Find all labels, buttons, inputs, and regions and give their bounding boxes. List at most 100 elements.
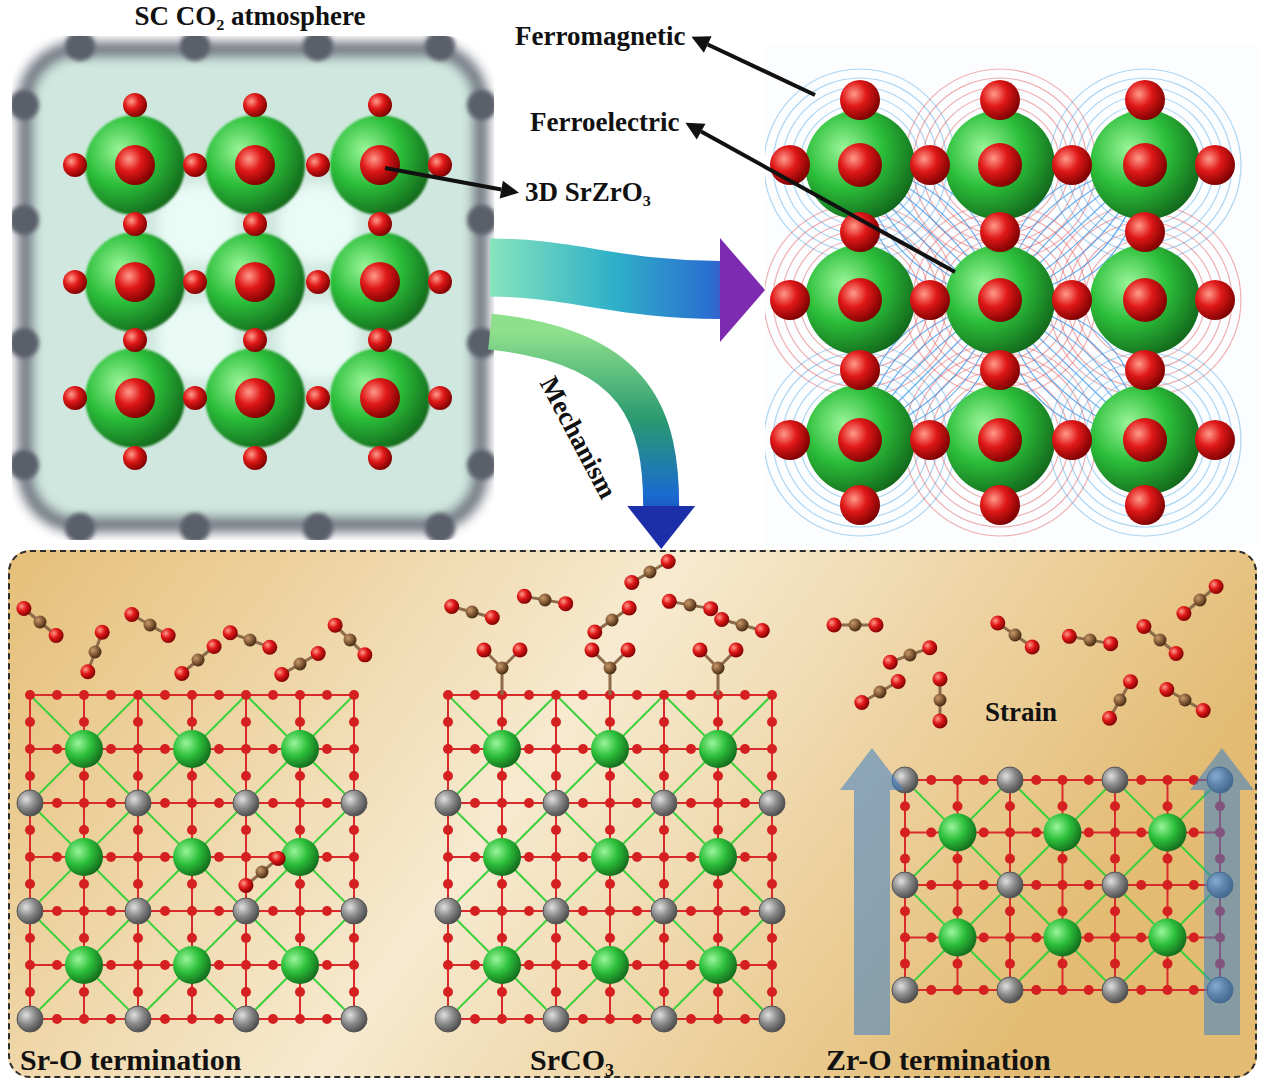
edge-atom [425, 513, 455, 540]
oxygen-atom [497, 798, 507, 808]
flow-band [490, 268, 720, 291]
oxygen-atom [979, 828, 989, 838]
oxygen-atom [241, 960, 251, 970]
co2-molecule [1136, 619, 1183, 661]
oxygen-atom [241, 825, 251, 835]
field-ring [765, 204, 956, 396]
sr-atom [173, 730, 211, 768]
oxygen-atom [428, 153, 452, 177]
oxygen-atom [1058, 985, 1068, 995]
oxygen-atom [349, 933, 359, 943]
oxygen-atom [243, 446, 267, 470]
oxygen-atom [123, 446, 147, 470]
sr-atom [205, 348, 305, 448]
oxygen-atom [632, 960, 642, 970]
oxygen-atom [953, 906, 963, 916]
oxygen-atom [910, 280, 950, 320]
oxygen-atom [659, 933, 669, 943]
sr-atom [1090, 110, 1200, 220]
co2-molecule [444, 599, 500, 625]
oxygen-atom [1163, 906, 1173, 916]
oxygen-atom [632, 852, 642, 862]
oxygen-atom [713, 825, 723, 835]
oxygen-atom [1163, 959, 1173, 969]
oxygen-atom [368, 328, 392, 352]
oxygen-atom [686, 1014, 696, 1024]
oxygen-atom [551, 933, 561, 943]
oxygen-atom [443, 771, 453, 781]
oxygen-atom [497, 879, 507, 889]
zr-atom [997, 977, 1023, 1003]
field-ring [940, 380, 1060, 500]
connector [490, 332, 695, 549]
arrow-shaft [708, 45, 815, 95]
oxygen-atom [262, 640, 277, 655]
oxygen-atom [368, 212, 392, 236]
sr-atom [173, 946, 211, 984]
sr-atom [281, 730, 319, 768]
oxygen-atom [133, 987, 143, 997]
oxygen-atom [767, 960, 777, 970]
oxygen-atom [187, 690, 197, 700]
oxygen-atom [891, 674, 906, 689]
oxygen-atom [52, 906, 62, 916]
edge-atom [467, 90, 494, 120]
oxygen-atom [953, 801, 963, 811]
strain-arrow [1190, 748, 1254, 1035]
oxygen-atom [123, 212, 147, 236]
oxygen-atom [713, 933, 723, 943]
oxygen-atom [605, 879, 615, 889]
zr-atom [17, 790, 43, 816]
oxygen-atom [25, 690, 35, 700]
oxygen-atom [63, 386, 87, 410]
oxygen-atom [926, 933, 936, 943]
oxygen-atom [25, 771, 35, 781]
panel-ground [765, 45, 1258, 545]
oxygen-atom [160, 1014, 170, 1024]
oxygen-atom [349, 744, 359, 754]
oxygen-atom [767, 933, 777, 943]
oxygen-atom [686, 852, 696, 862]
oxygen-atom [322, 690, 332, 700]
sr-atom [699, 838, 737, 876]
oxygen-atom [187, 771, 197, 781]
oxygen-atom [767, 717, 777, 727]
oxygen-atom [1062, 629, 1077, 644]
oxygen-atom [160, 960, 170, 970]
oxygen-atom [740, 744, 750, 754]
zr-atom [892, 977, 918, 1003]
oxygen-atom [106, 744, 116, 754]
oxygen-atom [160, 906, 170, 916]
oxygen-atom [900, 854, 910, 864]
field-ring [800, 240, 920, 360]
leader-lines [385, 36, 955, 272]
oxygen-atom [443, 852, 453, 862]
oxygen-atom [1084, 933, 1094, 943]
oxygen-atom [52, 960, 62, 970]
oxygen-atom [1195, 145, 1235, 185]
oxygen-atom [1084, 985, 1094, 995]
oxygen-atom [268, 960, 278, 970]
oxygen-atom [1176, 606, 1191, 621]
zr-atom [233, 898, 259, 924]
oxygen-atom [659, 960, 669, 970]
oxygen-atom [926, 985, 936, 995]
oxygen-atom [605, 987, 615, 997]
oxygen-atom [295, 798, 305, 808]
oxygen-atom [1163, 854, 1173, 864]
oxygen-atom [187, 906, 197, 916]
carbon-atom [606, 614, 619, 627]
oxygen-atom [661, 554, 676, 569]
oxygen-atom [1005, 906, 1015, 916]
oxygen-atom [632, 798, 642, 808]
surface-mechanism [8, 550, 1257, 1078]
carbon-atom [934, 694, 947, 707]
oxygen-atom [322, 852, 332, 862]
oxygen-atom [1169, 646, 1184, 661]
oxygen-atom [883, 655, 898, 670]
oxygen-atom [241, 690, 251, 700]
oxygen-atom [1103, 636, 1118, 651]
co2-molecule [1102, 674, 1138, 725]
zr-atom [543, 1006, 569, 1032]
oxygen-atom [632, 690, 642, 700]
